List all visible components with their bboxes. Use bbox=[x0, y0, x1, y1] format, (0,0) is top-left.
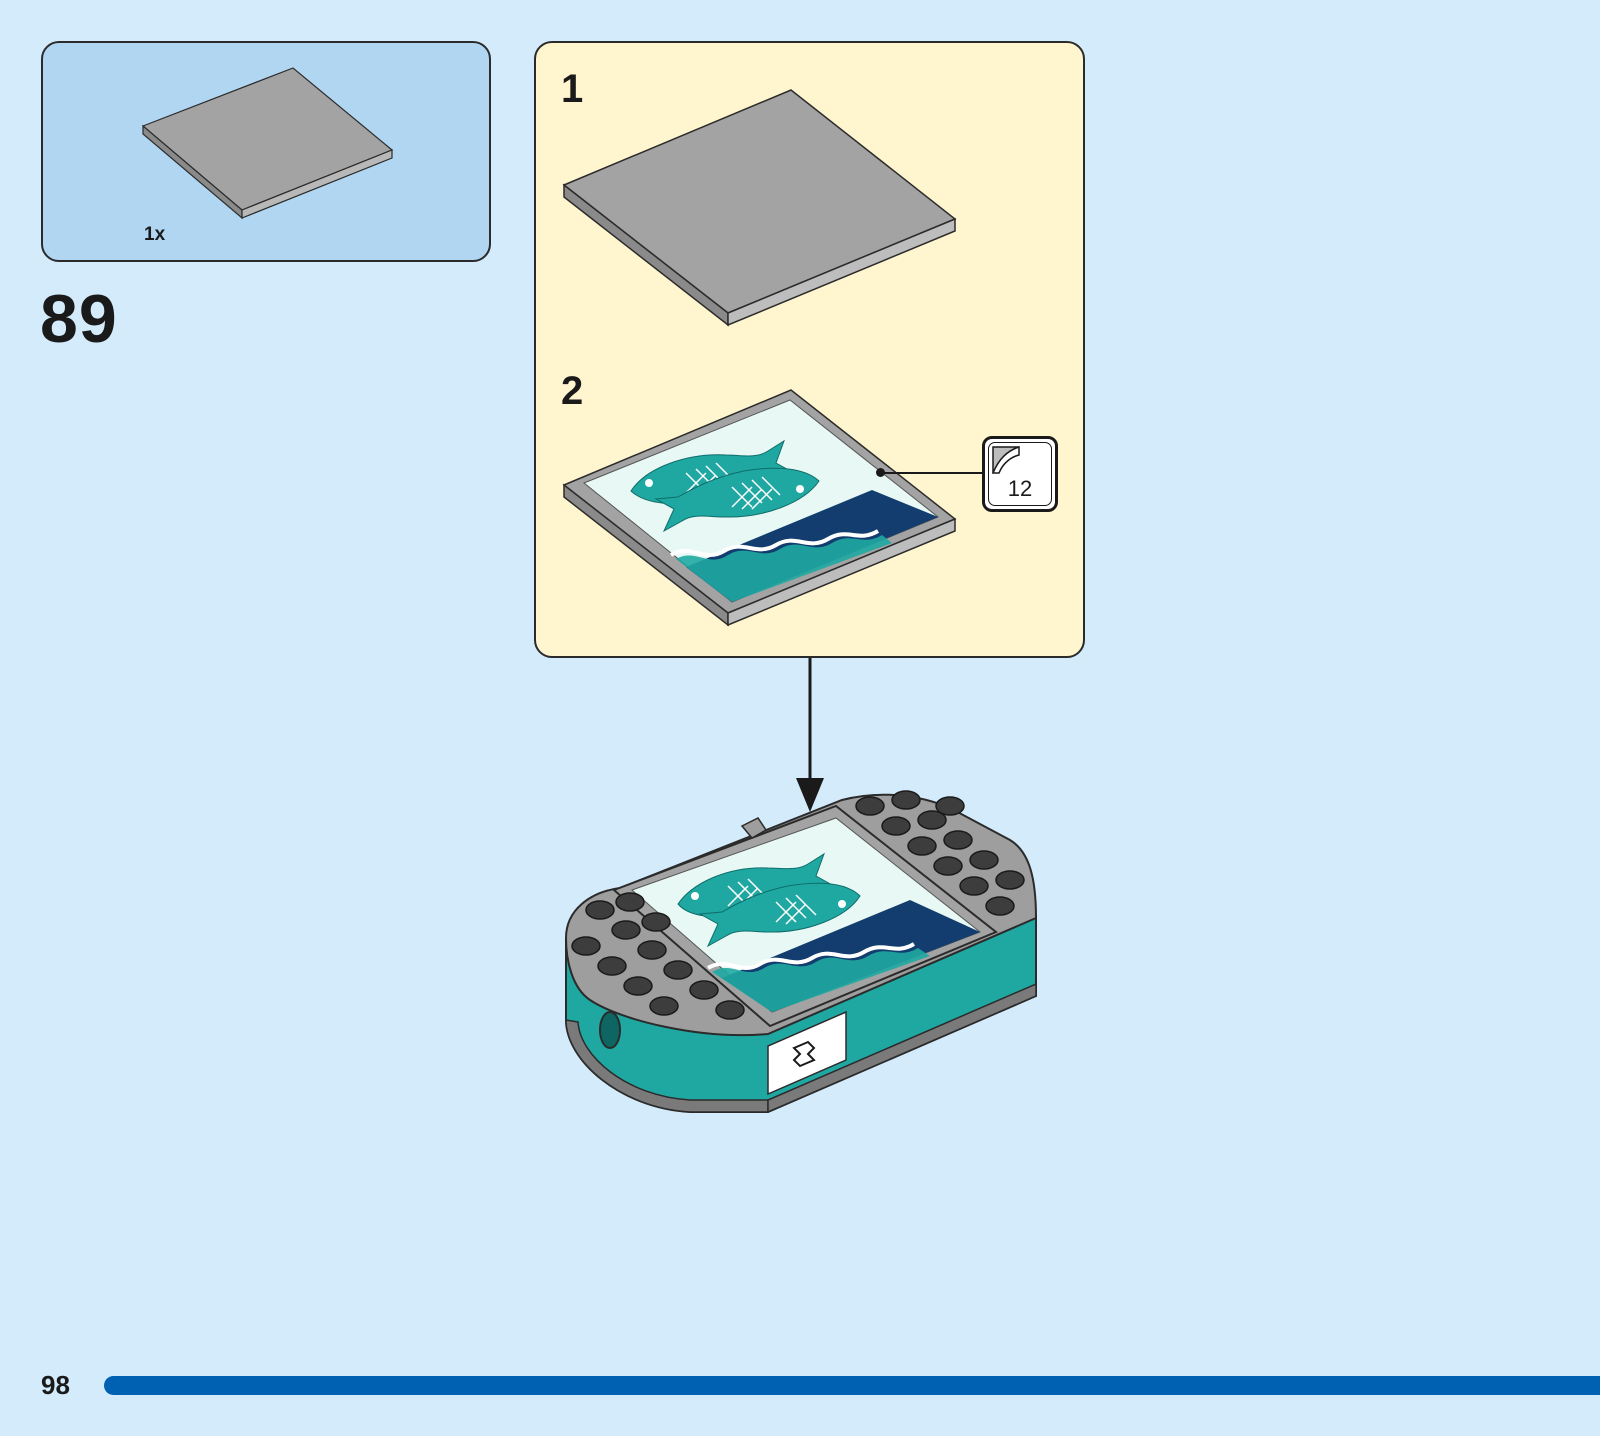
teal-base-with-fish-tile-icon bbox=[566, 791, 1036, 1112]
page-number: 98 bbox=[41, 1370, 70, 1401]
placement-arrow-icon bbox=[796, 658, 824, 812]
page-progress-bar bbox=[104, 1376, 1600, 1395]
